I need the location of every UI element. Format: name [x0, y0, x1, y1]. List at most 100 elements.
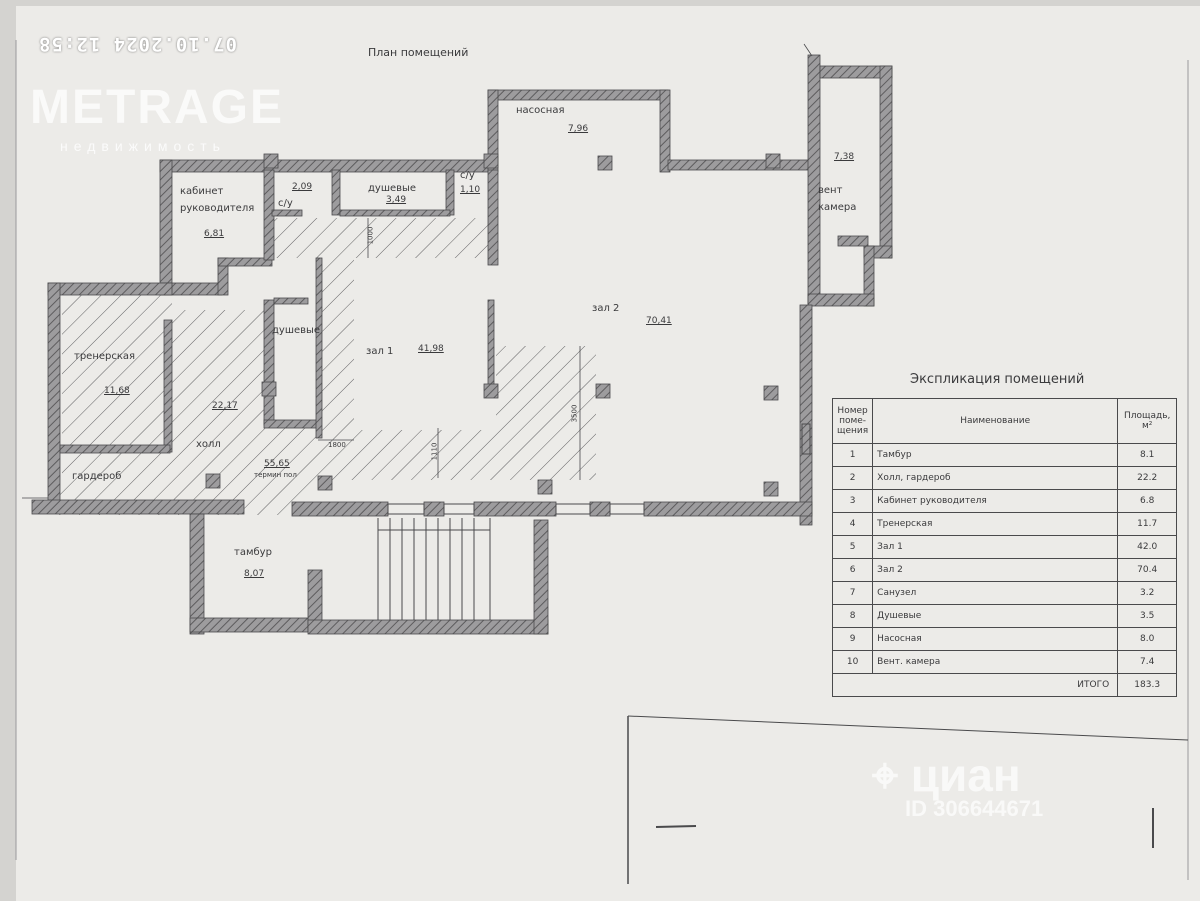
room-label-zal2: зал 2 — [592, 303, 620, 314]
explication-table: Номер поме- щения Наименование Площадь, … — [831, 398, 1178, 697]
room-area-su1: 2,09 — [292, 182, 313, 192]
explication-cell-name: Зал 1 — [872, 535, 1119, 559]
explication-cell-name: Вент. камера — [872, 650, 1119, 674]
explication-cell-name: Зал 2 — [872, 558, 1119, 582]
room-area-su2: 1,10 — [460, 185, 481, 195]
explication-header-row: Номер поме- щения Наименование Площадь, … — [831, 398, 1178, 444]
explication-cell-area: 22.2 — [1117, 466, 1178, 490]
window-openings — [387, 423, 811, 515]
explication-cell-area: 70.4 — [1117, 558, 1178, 582]
hatched-zone-holl — [48, 295, 318, 515]
col-header-name: Наименование — [872, 398, 1119, 444]
room-label-vent-2: камера — [818, 202, 857, 213]
columns — [205, 153, 781, 497]
explication-cell-area: 3.2 — [1117, 581, 1178, 605]
dimension-1800: 1800 — [328, 441, 346, 449]
explication-cell-area: 8.1 — [1117, 443, 1178, 467]
explication-cell-num: 10 — [831, 650, 874, 674]
explication-cell-num: 1 — [831, 443, 874, 467]
room-area-dush-top: 3,49 — [386, 195, 407, 205]
total-value: 183.3 — [1117, 673, 1178, 697]
cian-listing-id: ID 306644671 — [905, 796, 1044, 821]
explication-cell-name: Кабинет руководителя — [872, 489, 1119, 513]
explication-cell-area: 7.4 — [1117, 650, 1178, 674]
room-area-nasosnaya: 7,96 — [568, 124, 589, 134]
room-area-tambur: 8,07 — [244, 569, 265, 579]
title-block-frame-top — [627, 715, 1189, 741]
explication-total-row: ИТОГО 183.3 — [831, 673, 1178, 697]
explication-cell-area: 3.5 — [1117, 604, 1178, 628]
col-header-area: Площадь, м² — [1117, 398, 1178, 444]
explication-cell-num: 2 — [831, 466, 874, 490]
room-label-su1: с/у — [278, 198, 293, 209]
room-label-kabinet-2: руководителя — [180, 203, 255, 214]
dimension-lines — [22, 43, 813, 499]
room-area-kabinet: 6,81 — [204, 229, 225, 239]
room-label-zal1: зал 1 — [366, 346, 394, 357]
hatched-zone-corridor — [272, 218, 488, 258]
dimension-3500: 3500 — [570, 404, 579, 423]
date-stamp: 07.10.2024 12:58 — [38, 33, 238, 55]
explication-cell-num: 7 — [831, 581, 874, 605]
metrage-watermark-sub: недвижимость — [60, 138, 226, 154]
explication-cell-name: Холл, гардероб — [872, 466, 1119, 490]
explication-cell-num: 9 — [831, 627, 874, 651]
explication-cell-num: 6 — [831, 558, 874, 582]
explication-cell-area: 42.0 — [1117, 535, 1178, 559]
room-label-garderob: гардероб — [72, 471, 122, 482]
room-label-trenerskaya: тренерская — [74, 351, 136, 362]
explication-title: Экспликация помещений — [910, 372, 1085, 387]
explication-cell-name: Тренерская — [872, 512, 1119, 536]
room-area-zal2: 70,41 — [646, 316, 672, 326]
explication-cell-num: 4 — [831, 512, 874, 536]
dimension-1110: 1110 — [430, 442, 439, 461]
explication-cell-area: 11.7 — [1117, 512, 1178, 536]
metrage-watermark: METRAGE — [30, 81, 284, 134]
staircase — [377, 518, 491, 620]
explication-cell-num: 5 — [831, 535, 874, 559]
explication-cell-area: 8.0 — [1117, 627, 1178, 651]
explication-cell-num: 3 — [831, 489, 874, 513]
dimension-1000: 1000 — [366, 226, 375, 245]
room-label-holl: холл — [196, 439, 221, 450]
room-label-tambur: тамбур — [234, 547, 272, 558]
room-label-dush-top: душевые — [368, 183, 417, 194]
hatched-zone-zal1 — [318, 258, 596, 480]
room-sublabel-holl: термин пол — [254, 471, 297, 479]
explication-cell-name: Санузел — [872, 581, 1119, 605]
room-label-kabinet: кабинет — [180, 186, 224, 197]
room-area-holl-a: 22,17 — [212, 401, 238, 411]
explication-cell-name: Душевые — [872, 604, 1119, 628]
explication-cell-num: 8 — [831, 604, 874, 628]
walls — [31, 54, 893, 635]
plan-title: План помещений — [368, 46, 469, 59]
explication-cell-name: Тамбур — [872, 443, 1119, 467]
room-label-vent: вент — [818, 185, 843, 196]
explication-cell-name: Насосная — [872, 627, 1119, 651]
room-area-vent: 7,38 — [834, 152, 855, 162]
room-label-su2: с/у — [460, 170, 475, 181]
location-pin-icon: ⌖ — [872, 749, 898, 801]
title-block-mark — [655, 825, 697, 828]
cian-watermark: ⌖ циан — [872, 749, 1021, 801]
col-header-num: Номер поме- щения — [831, 398, 874, 444]
room-area-trenerskaya: 11,68 — [104, 386, 130, 396]
room-area-holl-b: 55,65 — [264, 459, 290, 469]
room-label-dush-mid: душевые — [272, 325, 321, 336]
room-area-zal1: 41,98 — [418, 344, 444, 354]
explication-cell-area: 6.8 — [1117, 489, 1178, 513]
room-label-nasosnaya: насосная — [516, 105, 565, 116]
total-label: ИТОГО — [831, 673, 1119, 697]
